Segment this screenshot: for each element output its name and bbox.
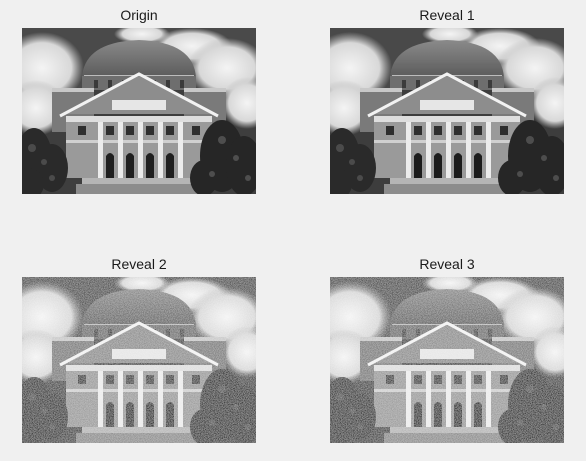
panel-title: Reveal 3 [419,256,475,272]
panel-reveal-2: Reveal 2 [22,256,256,443]
panel-title: Reveal 1 [419,7,475,23]
reveal-2-image [22,277,256,443]
panel-reveal-3: Reveal 3 [330,256,564,443]
panel-origin: Origin [22,7,256,194]
panel-reveal-1: Reveal 1 [330,7,564,194]
panel-title: Origin [120,7,158,23]
panel-title: Reveal 2 [111,256,167,272]
origin-image [22,28,256,194]
reveal-1-image [330,28,564,194]
reveal-3-image [330,277,564,443]
